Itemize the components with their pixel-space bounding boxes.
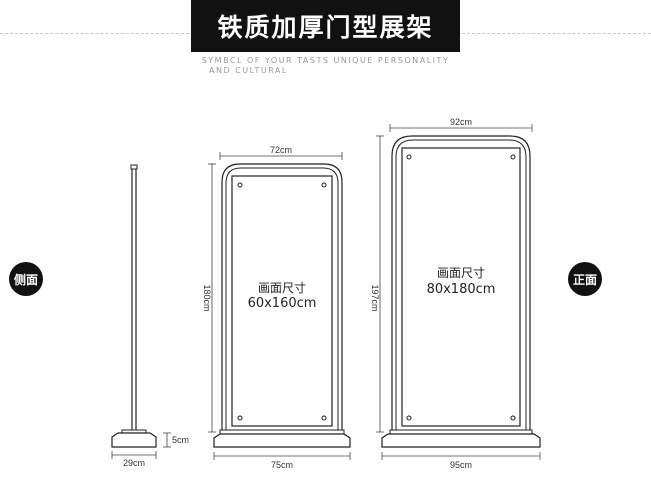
side-base [111, 432, 157, 448]
large-base-width-label: 95cm [450, 460, 472, 470]
small-screen-panel [231, 175, 333, 427]
side-pole [131, 166, 137, 433]
small-screw [321, 182, 327, 188]
large-top-width-label: 92cm [450, 117, 472, 127]
small-base [213, 433, 351, 448]
side-view-badge: 侧面 [9, 262, 43, 296]
small-outer-frame [221, 163, 343, 432]
large-base [381, 433, 541, 448]
small-screw [321, 415, 327, 421]
side-base-height-label: 5cm [172, 435, 189, 445]
subtitle-line-1: SYMBCL OF YOUR TASTS UNIQUE PERSONALITY [201, 56, 450, 65]
subtitle-line-2: AND CULTURAL [209, 66, 288, 75]
side-base-width-label: 29cm [123, 458, 145, 468]
small-base-width-label: 75cm [271, 460, 293, 470]
small-screw [237, 182, 243, 188]
small-outer-frame-inner [225, 167, 339, 432]
small-stand: 72cm 180cm 75cm 画面尺寸 60x160cm [202, 145, 351, 470]
large-screen-label: 画面尺寸 [437, 266, 485, 280]
small-screen-label: 画面尺寸 [258, 281, 306, 295]
large-screen-size: 80x180cm [427, 282, 496, 297]
small-top-width-label: 72cm [270, 145, 292, 155]
page-title: 铁质加厚门型展架 [191, 0, 460, 52]
small-screw [237, 415, 243, 421]
large-height-label: 197cm [370, 284, 380, 311]
header-rule-left [0, 33, 189, 34]
large-outer-frame-inner [395, 139, 527, 432]
header-rule-right [462, 33, 651, 34]
front-view-badge: 正面 [568, 262, 602, 296]
large-outer-frame [391, 135, 531, 432]
large-screen-panel [401, 147, 521, 427]
large-screw [406, 415, 412, 421]
side-pole-cap [130, 164, 138, 170]
large-screw [406, 154, 412, 160]
small-screen-size: 60x160cm [248, 296, 317, 311]
side-stand: 29cm 5cm [111, 164, 189, 468]
large-screw [510, 415, 516, 421]
large-screw [510, 154, 516, 160]
small-height-label: 180cm [202, 284, 212, 311]
large-stand: 92cm 197cm 95cm 画面尺寸 80x180cm [370, 117, 541, 470]
